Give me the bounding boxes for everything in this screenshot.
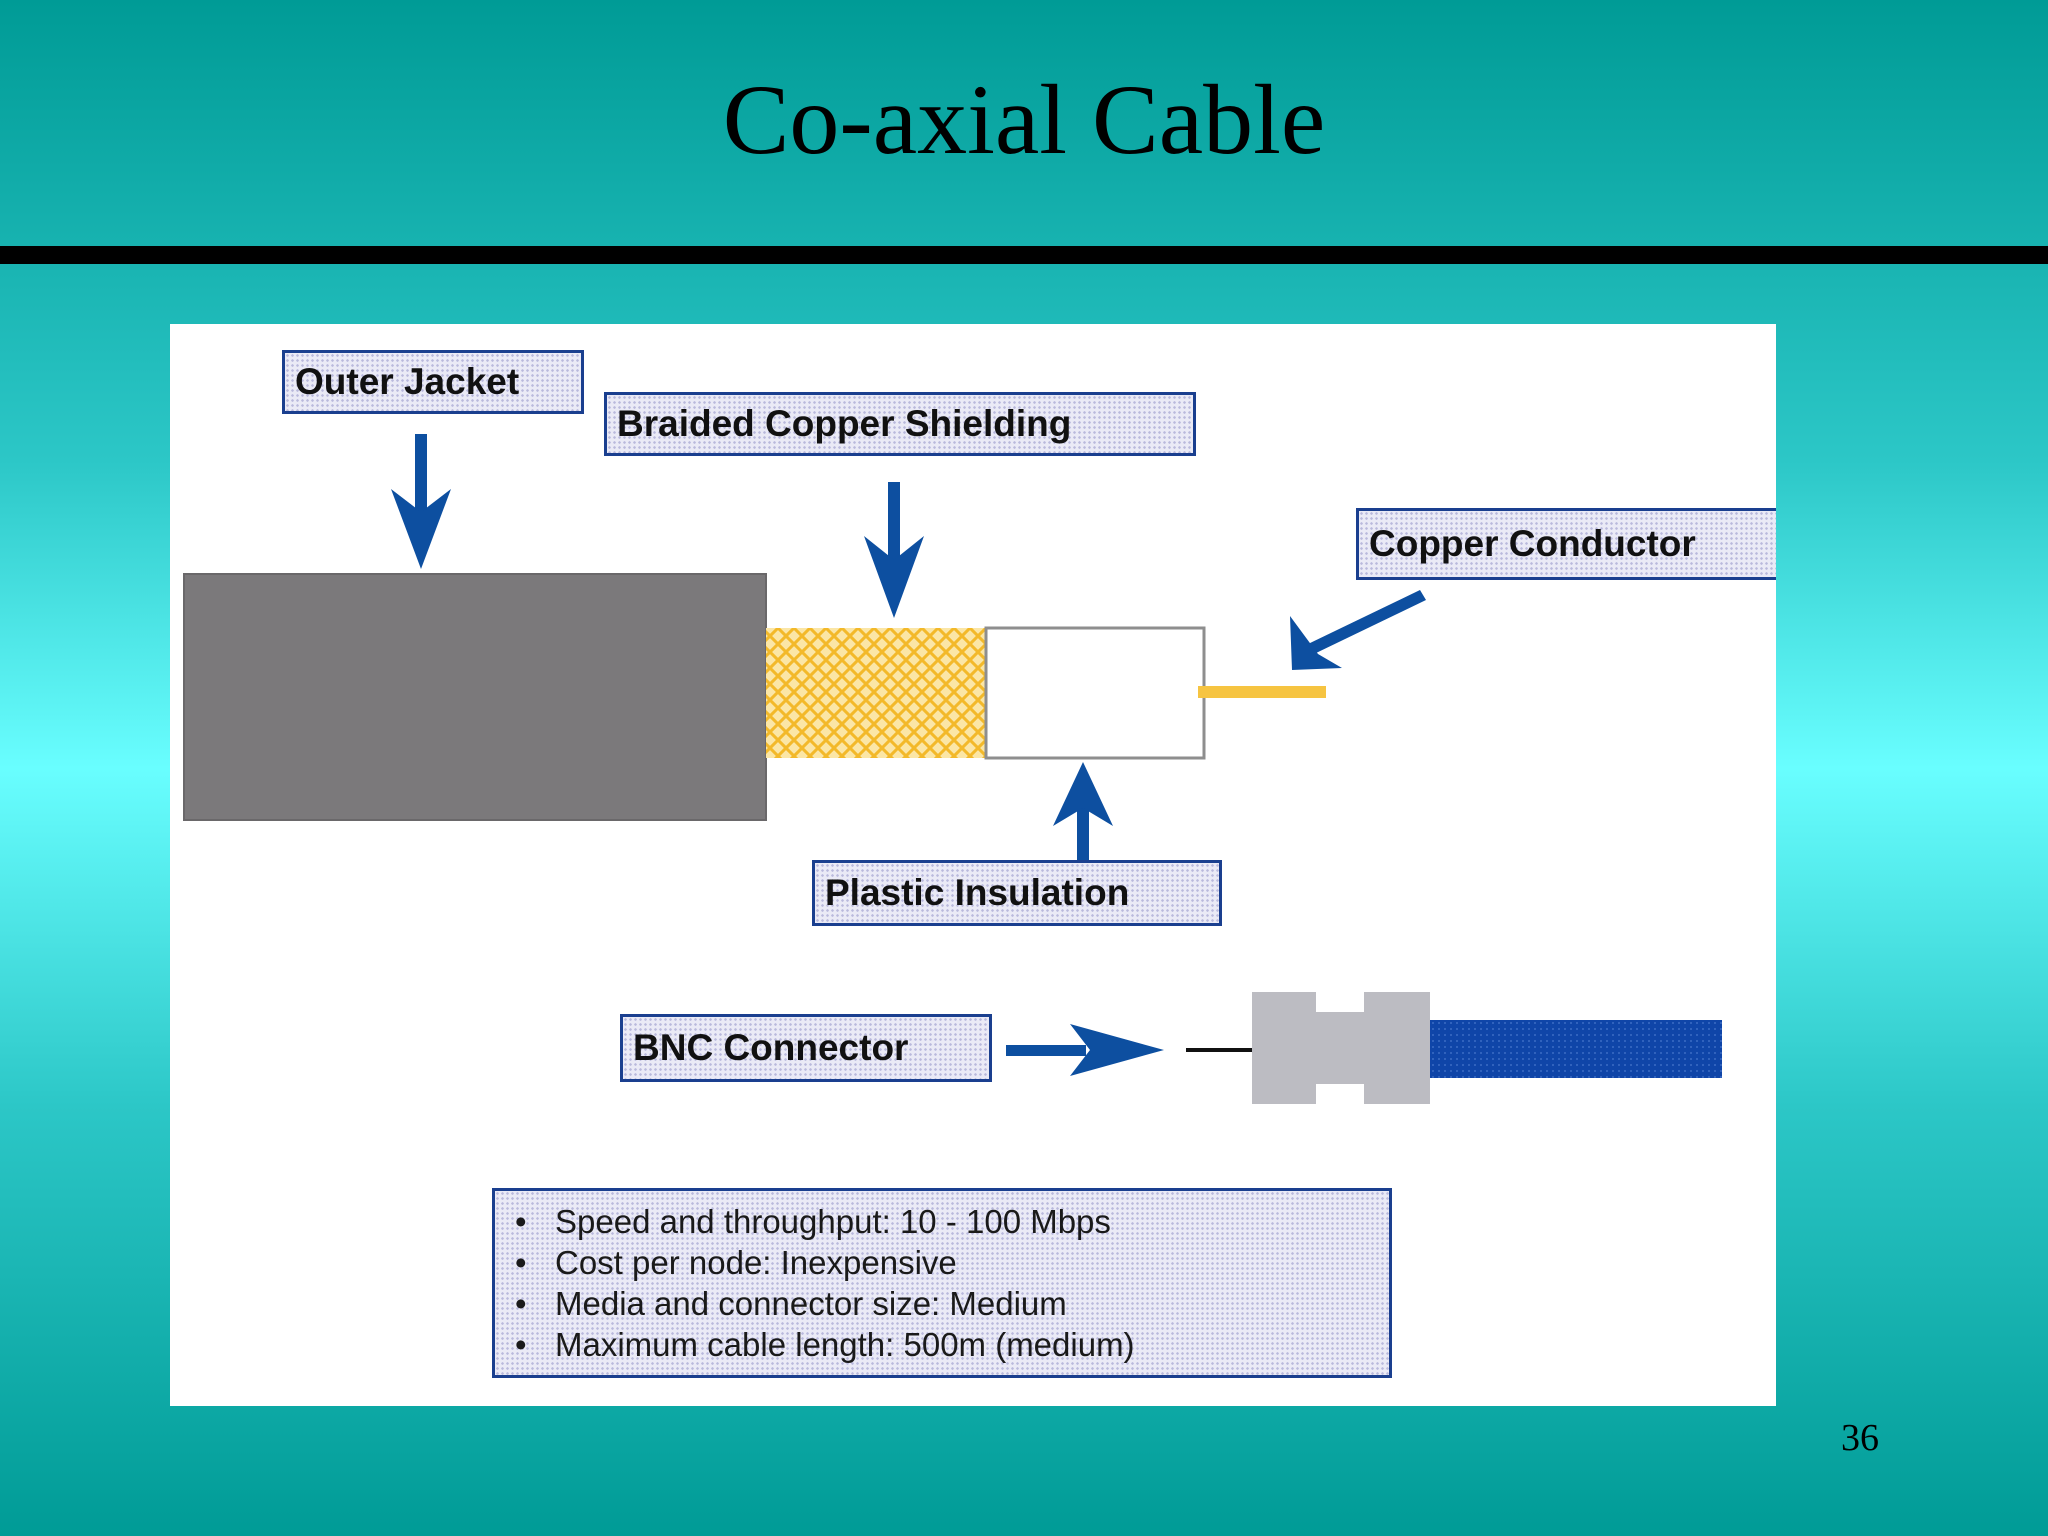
outer-jacket-label: Outer Jacket (282, 350, 584, 414)
bnc-pin (1186, 1048, 1252, 1052)
bnc-connector-arrow-icon (1006, 1024, 1164, 1076)
outer-jacket-arrow-icon (391, 434, 451, 569)
diagram-panel: Outer Jacket Braided Copper Shielding Co… (170, 324, 1776, 1406)
plastic-insulation-label: Plastic Insulation (812, 860, 1222, 926)
copper-conductor-arrow-icon (1290, 590, 1426, 670)
plastic-insulation-arrow-icon (1053, 762, 1113, 876)
spec-item: Media and connector size: Medium (507, 1283, 1377, 1324)
copper-conductor-wire (1198, 686, 1326, 698)
outer-jacket-section (183, 573, 767, 821)
braided-shielding-section (766, 628, 986, 758)
spec-item: Cost per node: Inexpensive (507, 1242, 1377, 1283)
spec-item: Speed and throughput: 10 - 100 Mbps (507, 1201, 1377, 1242)
bnc-connector-body (1252, 992, 1430, 1104)
page-number: 36 (1841, 1417, 1879, 1459)
plastic-insulation-section (984, 626, 1206, 760)
bnc-cable (1430, 1020, 1722, 1078)
coax-diagram (183, 434, 1722, 1104)
bnc-connector-label: BNC Connector (620, 1014, 992, 1082)
specs-box: Speed and throughput: 10 - 100 Mbps Cost… (492, 1188, 1392, 1378)
braided-shielding-label: Braided Copper Shielding (604, 392, 1196, 456)
braided-shielding-arrow-icon (864, 482, 924, 618)
copper-conductor-label: Copper Conductor (1356, 508, 1776, 580)
spec-item: Maximum cable length: 500m (medium) (507, 1324, 1377, 1365)
slide-title: Co-axial Cable (722, 64, 1326, 175)
title-rule (0, 246, 2048, 264)
